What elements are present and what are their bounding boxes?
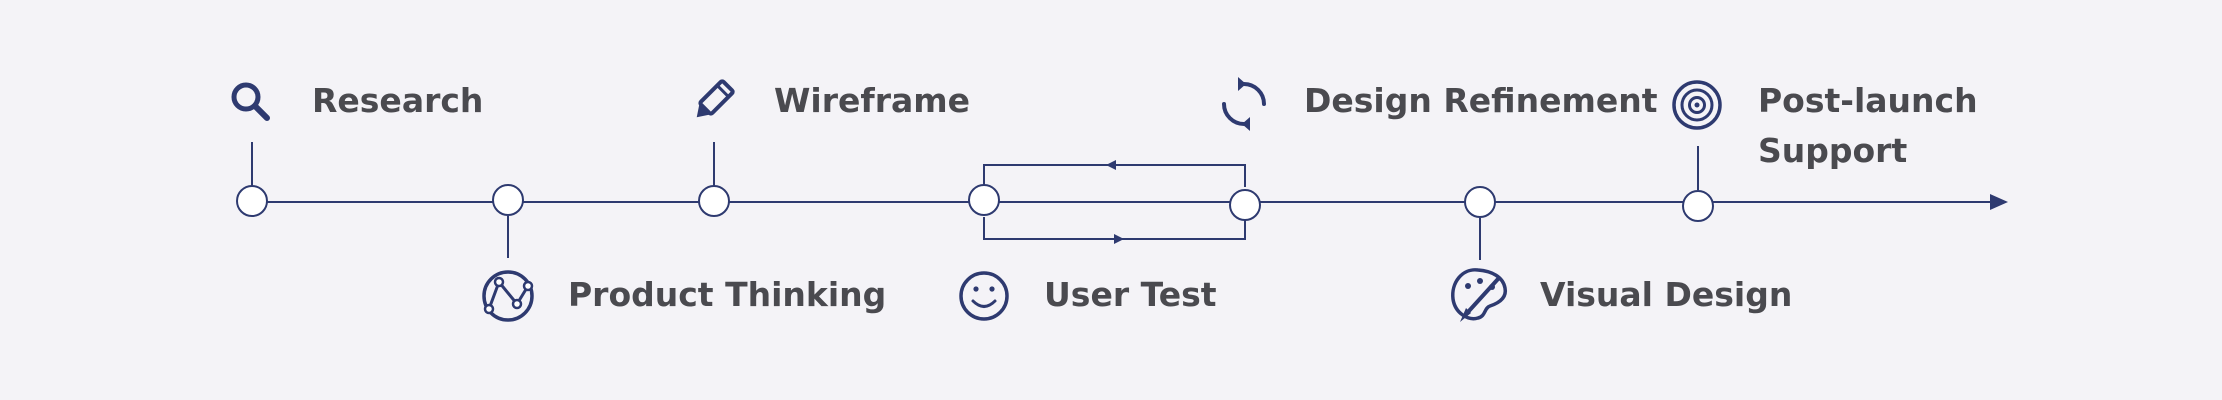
label-post-launch-line2: Support xyxy=(1758,131,1907,170)
node-user-test xyxy=(968,184,1000,216)
node-research xyxy=(236,185,268,217)
iteration-loop xyxy=(983,160,1246,244)
label-wireframe: Wireframe xyxy=(774,81,970,120)
pencil-icon xyxy=(696,79,735,118)
node-post-launch xyxy=(1682,190,1714,222)
label-research: Research xyxy=(312,81,483,120)
timeline-arrowhead xyxy=(1990,194,2008,210)
label-design-refinement: Design Refinement xyxy=(1304,81,1658,120)
search-icon xyxy=(231,82,270,121)
target-icon xyxy=(1672,80,1722,130)
node-product-thinking xyxy=(492,184,524,216)
node-design-refinement xyxy=(1229,189,1261,221)
refresh-cycle-icon xyxy=(1222,77,1266,131)
node-wireframe xyxy=(698,185,730,217)
palette-brush-icon xyxy=(1451,268,1508,322)
smiley-face-icon xyxy=(959,271,1009,321)
label-post-launch-line1: Post-launch xyxy=(1758,81,1978,120)
label-visual-design: Visual Design xyxy=(1540,275,1792,314)
label-user-test: User Test xyxy=(1044,275,1217,314)
node-visual-design xyxy=(1464,186,1496,218)
analytics-chart-icon xyxy=(482,270,534,322)
label-product-thinking: Product Thinking xyxy=(568,275,886,314)
